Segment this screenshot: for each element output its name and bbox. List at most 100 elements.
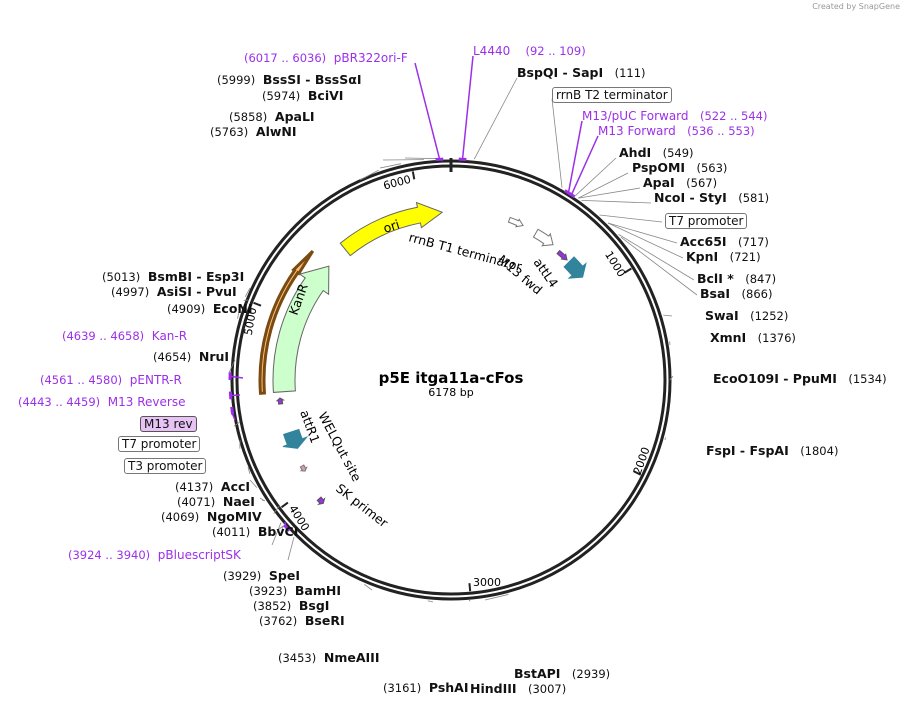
primer-label[interactable]: (4639 .. 4658) Kan-R <box>62 329 187 343</box>
restriction-site-label[interactable]: (3852) BsgI <box>253 599 329 614</box>
label-connector-line <box>364 584 373 591</box>
label-name: BsaI <box>700 286 731 301</box>
label-name: SpeI <box>268 568 300 583</box>
label-name: BsmBI - Esp3I <box>147 269 245 284</box>
restriction-site-label[interactable]: BspQI - SapI (111) <box>517 66 646 81</box>
label-connector-line <box>669 375 674 381</box>
label-connector-line <box>484 594 509 601</box>
restriction-site-label[interactable]: NcoI - StyI (581) <box>654 191 769 206</box>
label-name: T3 promoter <box>128 459 203 473</box>
restriction-site-label[interactable]: (5974) BciVI <box>262 89 343 104</box>
feature-label-welqut: WELQut site <box>315 409 364 484</box>
label-connector-line <box>461 55 474 159</box>
restriction-site-label[interactable]: BclI * (847) <box>697 271 776 287</box>
restriction-site-label[interactable]: (4654) NruI <box>153 350 229 365</box>
restriction-site-label[interactable]: HindIII (3007) <box>470 682 566 697</box>
label-connector-line <box>607 222 684 259</box>
m13-fwd-primer <box>556 249 568 261</box>
plasmid-name: p5E itga11a-cFos <box>378 369 524 387</box>
site-position: (4137) <box>175 480 214 494</box>
label-name: pBR322ori-F <box>333 51 408 65</box>
restriction-site-label[interactable]: XmnI (1376) <box>710 330 796 346</box>
label-connector-line <box>404 157 436 159</box>
tick-mark <box>623 267 632 274</box>
label-connector-line <box>599 214 663 223</box>
primer-binding-mark <box>567 191 576 199</box>
label-name: ApaLI <box>274 109 315 124</box>
label-connector-line <box>607 222 678 244</box>
label-name: BamHI <box>294 583 341 598</box>
restriction-site-label[interactable]: AhdI (549) <box>619 146 694 161</box>
label-name: BssSI - BssSαI <box>262 72 362 87</box>
restriction-site-label[interactable]: (5013) BsmBI - Esp3I <box>102 269 245 285</box>
primer-range: (4639 .. 4658) <box>62 329 145 343</box>
label-connector-line <box>578 172 629 199</box>
site-position: (717) <box>738 235 769 249</box>
label-connector-line <box>273 504 281 514</box>
site-position: (3453) <box>278 651 317 665</box>
restriction-site-label[interactable]: (5858) ApaLI <box>229 109 315 125</box>
restriction-site-label[interactable]: (4997) AsiSI - PvuI <box>111 284 237 300</box>
restriction-site-label[interactable]: (3929) SpeI <box>223 568 300 584</box>
primer-label[interactable]: (4443 .. 4459) M13 Reverse <box>18 395 185 409</box>
label-name: XmnI <box>710 330 747 345</box>
restriction-site-label[interactable]: (4011) BbvCI <box>212 525 298 540</box>
restriction-site-label[interactable]: (3923) BamHI <box>249 583 341 599</box>
primer-label[interactable]: (4561 .. 4580) pENTR-R <box>40 373 182 387</box>
credit-text: Created by SnapGene <box>812 2 900 11</box>
restriction-site-label[interactable]: (3453) NmeAIII <box>278 651 379 666</box>
label-name: KpnI <box>686 249 719 264</box>
label-name: SwaI <box>705 308 739 323</box>
label-name: AsiSI - PvuI <box>156 284 237 299</box>
restriction-site-label[interactable]: Acc65I (717) <box>680 235 769 250</box>
feature-label[interactable]: T3 promoter <box>124 458 207 474</box>
label-name: pBluescriptSK <box>157 548 241 562</box>
feature-label[interactable]: rrnB T2 terminator <box>552 87 672 103</box>
label-name: M13 Forward <box>598 124 676 138</box>
restriction-site-label[interactable]: (4909) EcoNI <box>167 302 253 317</box>
primer-label[interactable]: M13 Forward (536 .. 553) <box>598 124 755 138</box>
restriction-site-label[interactable]: EcoO109I - PpuMI (1534) <box>713 372 887 387</box>
primer-label[interactable]: L4440 (92 .. 109) <box>473 44 586 58</box>
restriction-site-label[interactable]: FspI - FspAI (1804) <box>706 444 839 459</box>
site-position: (866) <box>741 287 773 301</box>
restriction-site-label[interactable]: (5763) AlwNI <box>210 125 297 140</box>
tick-mark <box>253 301 262 307</box>
site-position: (563) <box>696 161 728 175</box>
primer-label[interactable]: (3924 .. 3940) pBluescriptSK <box>68 548 241 562</box>
restriction-site-label[interactable]: (3161) PshAI <box>383 681 469 696</box>
restriction-site-label[interactable]: (4071) NaeI <box>177 495 255 510</box>
primer-range: (92 .. 109) <box>525 44 586 58</box>
site-position: (5858) <box>229 110 268 124</box>
restriction-site-label[interactable]: SwaI (1252) <box>705 308 789 324</box>
label-name: BclI * <box>697 271 734 286</box>
restriction-site-label[interactable]: (4137) AccI <box>175 480 250 495</box>
restriction-site-label[interactable]: (5999) BssSI - BssSαI <box>217 72 362 88</box>
m13-rev-primer <box>275 397 285 405</box>
restriction-site-label[interactable]: (4069) NgoMIV <box>161 510 262 525</box>
feature-label[interactable]: M13 rev <box>140 416 197 432</box>
feature-label[interactable]: T7 promoter <box>665 213 748 229</box>
restriction-site-label[interactable]: BsaI (866) <box>700 286 773 302</box>
primer-label[interactable]: M13/pUC Forward (522 .. 544) <box>582 109 767 123</box>
label-connector-line <box>663 314 673 317</box>
label-connector-line <box>233 421 241 427</box>
label-connector-line <box>271 522 282 546</box>
site-position: (4011) <box>212 525 251 539</box>
label-connector-line <box>578 187 641 199</box>
primer-label[interactable]: (6017 .. 6036) pBR322ori-F <box>244 51 408 65</box>
restriction-site-label[interactable]: ApaI (567) <box>643 176 717 191</box>
site-position: (1804) <box>800 444 839 458</box>
restriction-site-label[interactable]: PspOMI (563) <box>632 161 728 176</box>
site-position: (4069) <box>161 510 200 524</box>
label-name: L4440 <box>473 44 511 58</box>
label-connector-line <box>468 599 471 602</box>
label-connector-line <box>228 359 236 373</box>
restriction-site-label[interactable]: (3762) BseRI <box>259 614 345 629</box>
site-position: (1252) <box>750 309 789 323</box>
restriction-site-label[interactable]: KpnI (721) <box>686 249 761 265</box>
feature-label[interactable]: T7 promoter <box>118 436 201 452</box>
restriction-site-label[interactable]: BstAPI (2939) <box>514 667 610 682</box>
label-connector-line <box>620 236 698 296</box>
